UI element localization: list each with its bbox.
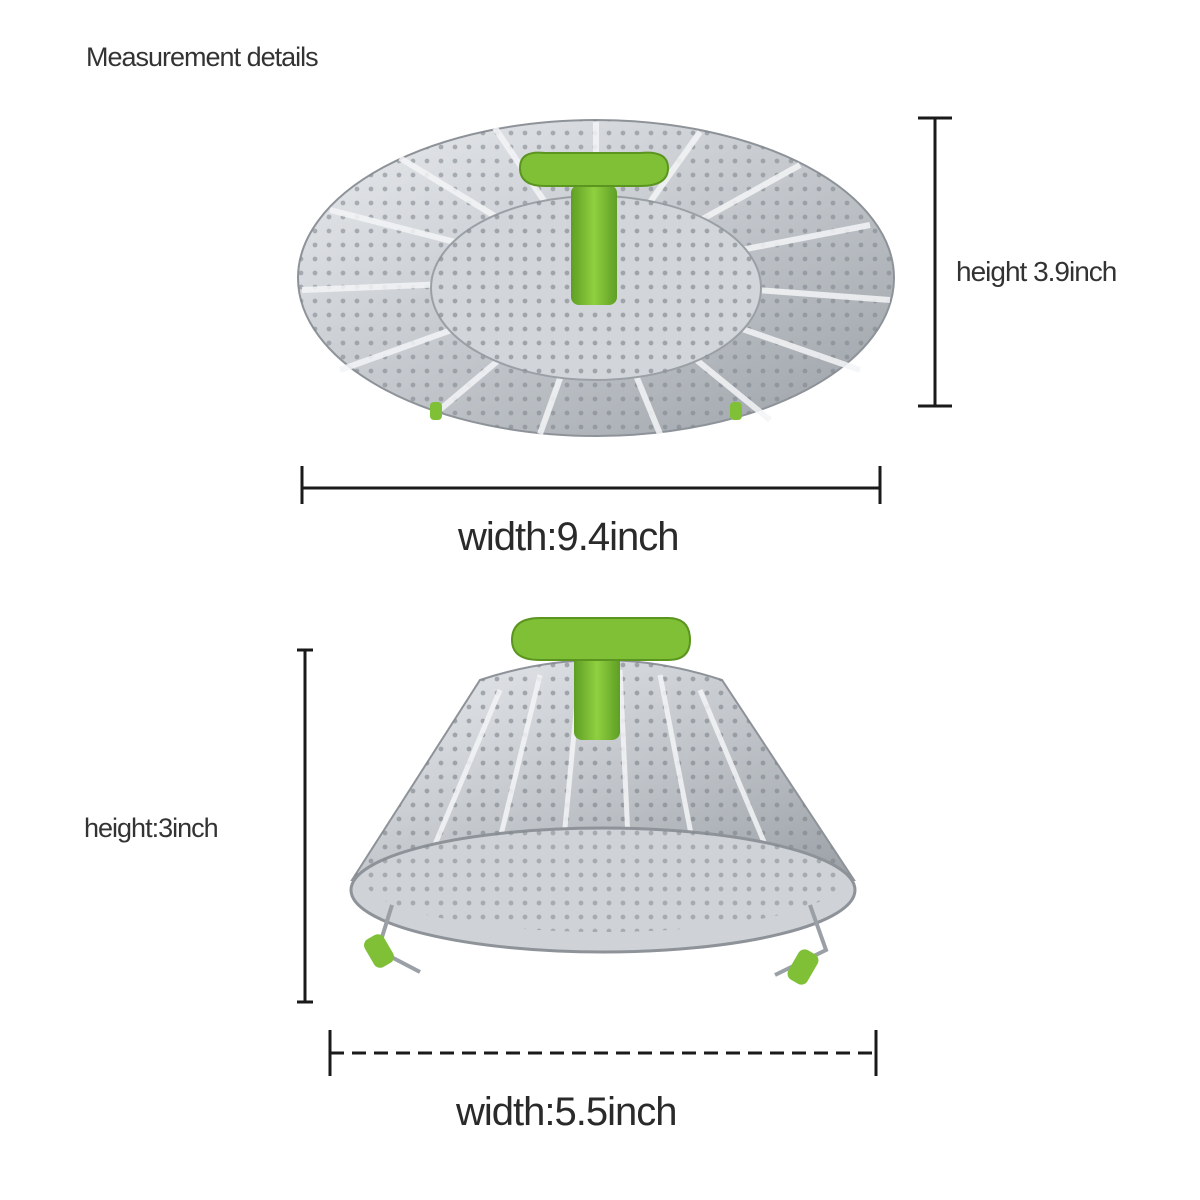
height-dimension-line-bottom <box>297 648 313 1004</box>
width-dimension-line-top <box>300 466 882 504</box>
open-steamer-basket-image <box>297 119 895 437</box>
open-height-label: height 3.9inch <box>956 256 1117 287</box>
width-dimension-line-bottom <box>328 1030 878 1076</box>
folded-steamer-basket-image <box>349 617 857 985</box>
open-width-label: width:9.4inch <box>458 515 679 559</box>
folded-height-label: height:3inch <box>84 813 219 843</box>
page-title: Measurement details <box>86 42 319 72</box>
folded-width-label: width:5.5inch <box>456 1090 677 1134</box>
height-dimension-line-top <box>918 116 952 408</box>
